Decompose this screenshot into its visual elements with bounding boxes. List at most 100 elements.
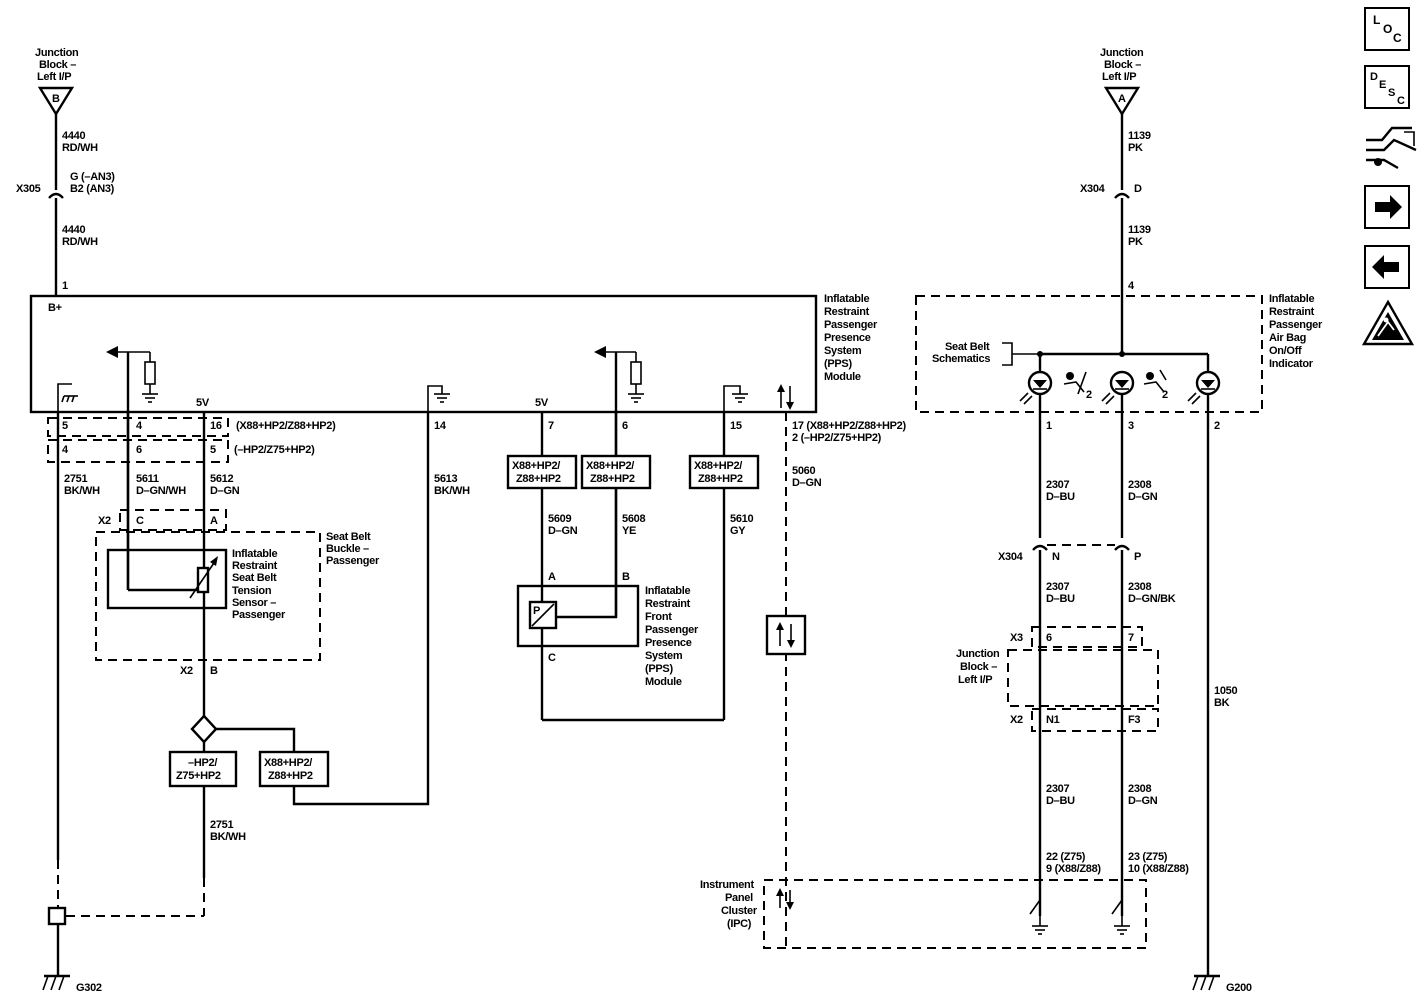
arrow-right-icon[interactable] (1364, 185, 1410, 229)
wire-2751-color: BK/WH (64, 485, 100, 497)
junction-b-title-3: Left I/P (37, 71, 71, 83)
buckle-pin-b: B (210, 665, 218, 677)
svg-text:Restraint: Restraint (1269, 306, 1315, 318)
desc-button[interactable]: D E S C (1364, 65, 1410, 109)
wire-2307c-number: 2307 (1046, 783, 1069, 795)
junction-block-right-frame (1007, 649, 1159, 707)
ipc-title: Instrument Panel Cluster (IPC) (700, 879, 758, 930)
sensor-signal-arrow-left (106, 346, 158, 403)
pps-module-title: Inflatable Restraint Passenger Presence … (824, 293, 878, 383)
svg-text:System: System (645, 650, 683, 662)
ipc-ground-switch-2 (1111, 899, 1130, 935)
wire-5610-number: 5610 (730, 513, 753, 525)
svg-text:L: L (1373, 13, 1380, 27)
connector-x3-pin-7: 7 (1128, 632, 1134, 644)
svg-text:On/Off: On/Off (1269, 345, 1302, 357)
ipc-pin-22: 22 (Z75) (1046, 851, 1086, 863)
junction-b-title-2: Block – (39, 59, 76, 71)
pps-pin-14: 14 (434, 420, 447, 432)
option-x88a-line1: X88+HP2/ (512, 460, 560, 472)
junction-a-triangle (1103, 86, 1141, 117)
pps-pin-1: 1 (62, 280, 68, 292)
ipc-serial-arrows (776, 888, 794, 910)
svg-text:Sensor –: Sensor – (232, 597, 276, 609)
arrow-left-icon[interactable] (1364, 245, 1410, 289)
indicator-pin-3: 3 (1128, 420, 1134, 432)
airbag-off-sub: 2 (1086, 389, 1092, 401)
wire-2308c-number: 2308 (1128, 783, 1151, 795)
junction-a-pin: A (1118, 93, 1126, 105)
pps-pin-17: 17 (X88+HP2/Z88+HP2) (792, 420, 906, 432)
airbag-on-icon: 2 (1143, 369, 1168, 401)
connector-x2-right-frame (1031, 708, 1159, 732)
wire-1139-lower-number: 1139 (1128, 224, 1151, 236)
wire-2307b-color: D–BU (1046, 593, 1075, 605)
wire-4440-lower-number: 4440 (62, 224, 85, 236)
wire-2751b-number: 2751 (210, 819, 233, 831)
svg-text:S: S (1388, 87, 1395, 99)
indicator-led-1 (1019, 354, 1053, 405)
option-x88c-line2: Z88+HP2 (698, 473, 743, 485)
ipc-pin-9: 9 (X88/Z88) (1046, 863, 1101, 875)
svg-text:O: O (1383, 22, 1392, 36)
indicator-pin-2: 2 (1214, 420, 1220, 432)
option-box-hp2 (168, 750, 238, 788)
svg-text:Module: Module (645, 676, 682, 688)
connector-x305-pin-b2: B2 (AN3) (70, 183, 115, 195)
wire-2307-color: D–BU (1046, 491, 1075, 503)
ipc-ground-switch-1 (1029, 899, 1048, 935)
svg-text:Block –: Block – (960, 661, 997, 673)
junction-b-title-1: Junction (35, 47, 79, 59)
sensor-signal-arrow-right (594, 346, 644, 403)
pps-5v-left: 5V (196, 397, 210, 409)
svg-text:C: C (1393, 31, 1402, 45)
svg-text:Presence: Presence (645, 637, 692, 649)
pps-pin-7: 7 (548, 420, 554, 432)
wire-5609-color: D–GN (548, 525, 578, 537)
pps-pin-16: 16 (210, 420, 222, 432)
pps-pin-5: 5 (62, 420, 68, 432)
wire-5612-color: D–GN (210, 485, 240, 497)
splice-pack-square (47, 906, 67, 926)
harness-icon[interactable] (1366, 126, 1417, 170)
indicator-title: Inflatable Restraint Passenger Air Bag O… (1269, 293, 1323, 370)
ipc-pin-10: 10 (X88/Z88) (1128, 863, 1189, 875)
pps-alt-pin-4: 4 (62, 444, 69, 456)
option-x88a-line2: Z88+HP2 (516, 473, 561, 485)
wire-5608-number: 5608 (622, 513, 645, 525)
junction-b-pin: B (52, 93, 60, 105)
front-sensor-title: Inflatable Restraint Front Passenger Pre… (645, 585, 699, 688)
pps-alt-pin-5: 5 (210, 444, 216, 456)
svg-text:C: C (1397, 95, 1405, 107)
wire-4440-lower-color: RD/WH (62, 236, 98, 248)
option-box-x88-b (580, 454, 652, 490)
wire-1139-color: PK (1128, 142, 1143, 154)
connector-x3-pin-6: 6 (1046, 632, 1052, 644)
ipc-frame (763, 879, 1147, 949)
seat-belt-schematics-ref-1: Seat Belt (945, 341, 990, 353)
wire-5611-color: D–GN/WH (136, 485, 186, 497)
serial-data-arrows-module (777, 384, 794, 410)
option-hp2-line1: –HP2/ (188, 757, 217, 769)
connector-x2-right: X2 (1010, 714, 1023, 726)
svg-text:Presence: Presence (824, 332, 871, 344)
svg-text:Passenger: Passenger (232, 609, 286, 621)
connector-x304-lower: X304 (998, 551, 1024, 563)
airbag-on-sub: 2 (1162, 389, 1168, 401)
wire-1050-color: BK (1214, 697, 1230, 709)
seat-belt-buckle-frame (95, 531, 321, 661)
junction-a-title-1: Junction (1100, 47, 1144, 59)
svg-text:Module: Module (824, 371, 861, 383)
pps-5v-right: 5V (535, 397, 549, 409)
pps-pin-row1-option: (X88+HP2/Z88+HP2) (236, 420, 336, 432)
esd-warning-icon[interactable] (1361, 299, 1415, 346)
wire-2308-number: 2308 (1128, 479, 1151, 491)
svg-text:Seat Belt: Seat Belt (326, 531, 371, 543)
svg-text:(PPS): (PPS) (824, 358, 852, 370)
loc-button[interactable]: L O C (1364, 7, 1410, 51)
wire-5612-number: 5612 (210, 473, 233, 485)
wire-5610-color: GY (730, 525, 746, 537)
option-frame-row2 (47, 439, 229, 463)
wire-5608-color: YE (622, 525, 636, 537)
svg-text:Inflatable: Inflatable (232, 548, 277, 560)
